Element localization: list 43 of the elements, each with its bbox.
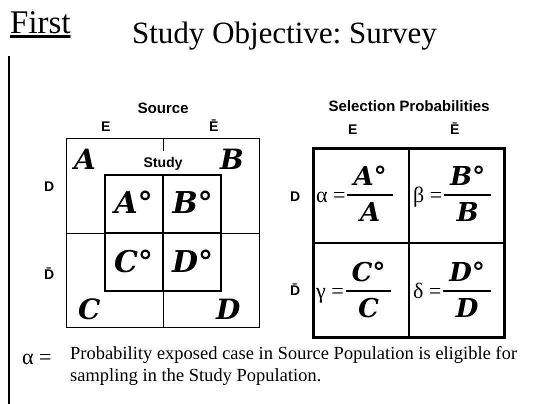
fraction-denominator: B — [456, 197, 479, 230]
greek-symbol: α = — [22, 344, 52, 370]
row-label: D̄ — [290, 282, 300, 298]
table-cell — [163, 174, 222, 233]
table-heading: Selection Probabilities — [328, 98, 490, 116]
fraction-numerator: B° — [444, 160, 492, 196]
row-label: D — [290, 188, 300, 204]
fraction-denominator: C — [358, 293, 379, 326]
probability-cell — [312, 243, 409, 339]
greek-symbol: α = — [316, 182, 346, 208]
row-label: D̄ — [44, 266, 54, 282]
table-cell — [104, 233, 163, 292]
probability-cell — [312, 147, 409, 243]
population-symbol: C — [78, 293, 100, 327]
footnote: Probability exposed case in Source Population is eligible for sampling in the Study Population. — [70, 343, 518, 388]
row-label: D — [44, 178, 54, 194]
fraction-denominator: D — [456, 293, 478, 326]
greek-symbol: δ = — [413, 278, 442, 304]
population-symbol: D — [216, 293, 240, 327]
table-cell — [163, 233, 222, 292]
population-symbol: B — [220, 143, 244, 177]
column-label: E — [348, 121, 358, 137]
fraction-numerator: D° — [443, 256, 491, 292]
table-heading: Study — [142, 154, 184, 171]
fraction-numerator: A° — [347, 160, 393, 196]
greek-symbol: γ = — [316, 278, 344, 304]
section-heading: First — [10, 4, 71, 43]
title: Study Objective: Survey — [132, 14, 437, 52]
fraction-numerator: C° — [346, 256, 392, 292]
probability-cell — [409, 147, 506, 243]
table-cell — [104, 174, 163, 233]
column-label: Ē — [450, 121, 460, 137]
column-label: E — [101, 118, 110, 134]
cell-symbol: A° — [114, 186, 153, 220]
cell-symbol: D° — [172, 246, 213, 280]
table-heading: Source — [136, 100, 190, 118]
cell-symbol: B° — [172, 186, 213, 220]
population-symbol: A — [74, 143, 96, 177]
probability-cell — [409, 243, 506, 339]
cell-symbol: C° — [114, 246, 153, 280]
fraction-denominator: A — [360, 197, 380, 230]
greek-symbol: β = — [413, 182, 442, 208]
column-label: Ē — [209, 118, 218, 134]
